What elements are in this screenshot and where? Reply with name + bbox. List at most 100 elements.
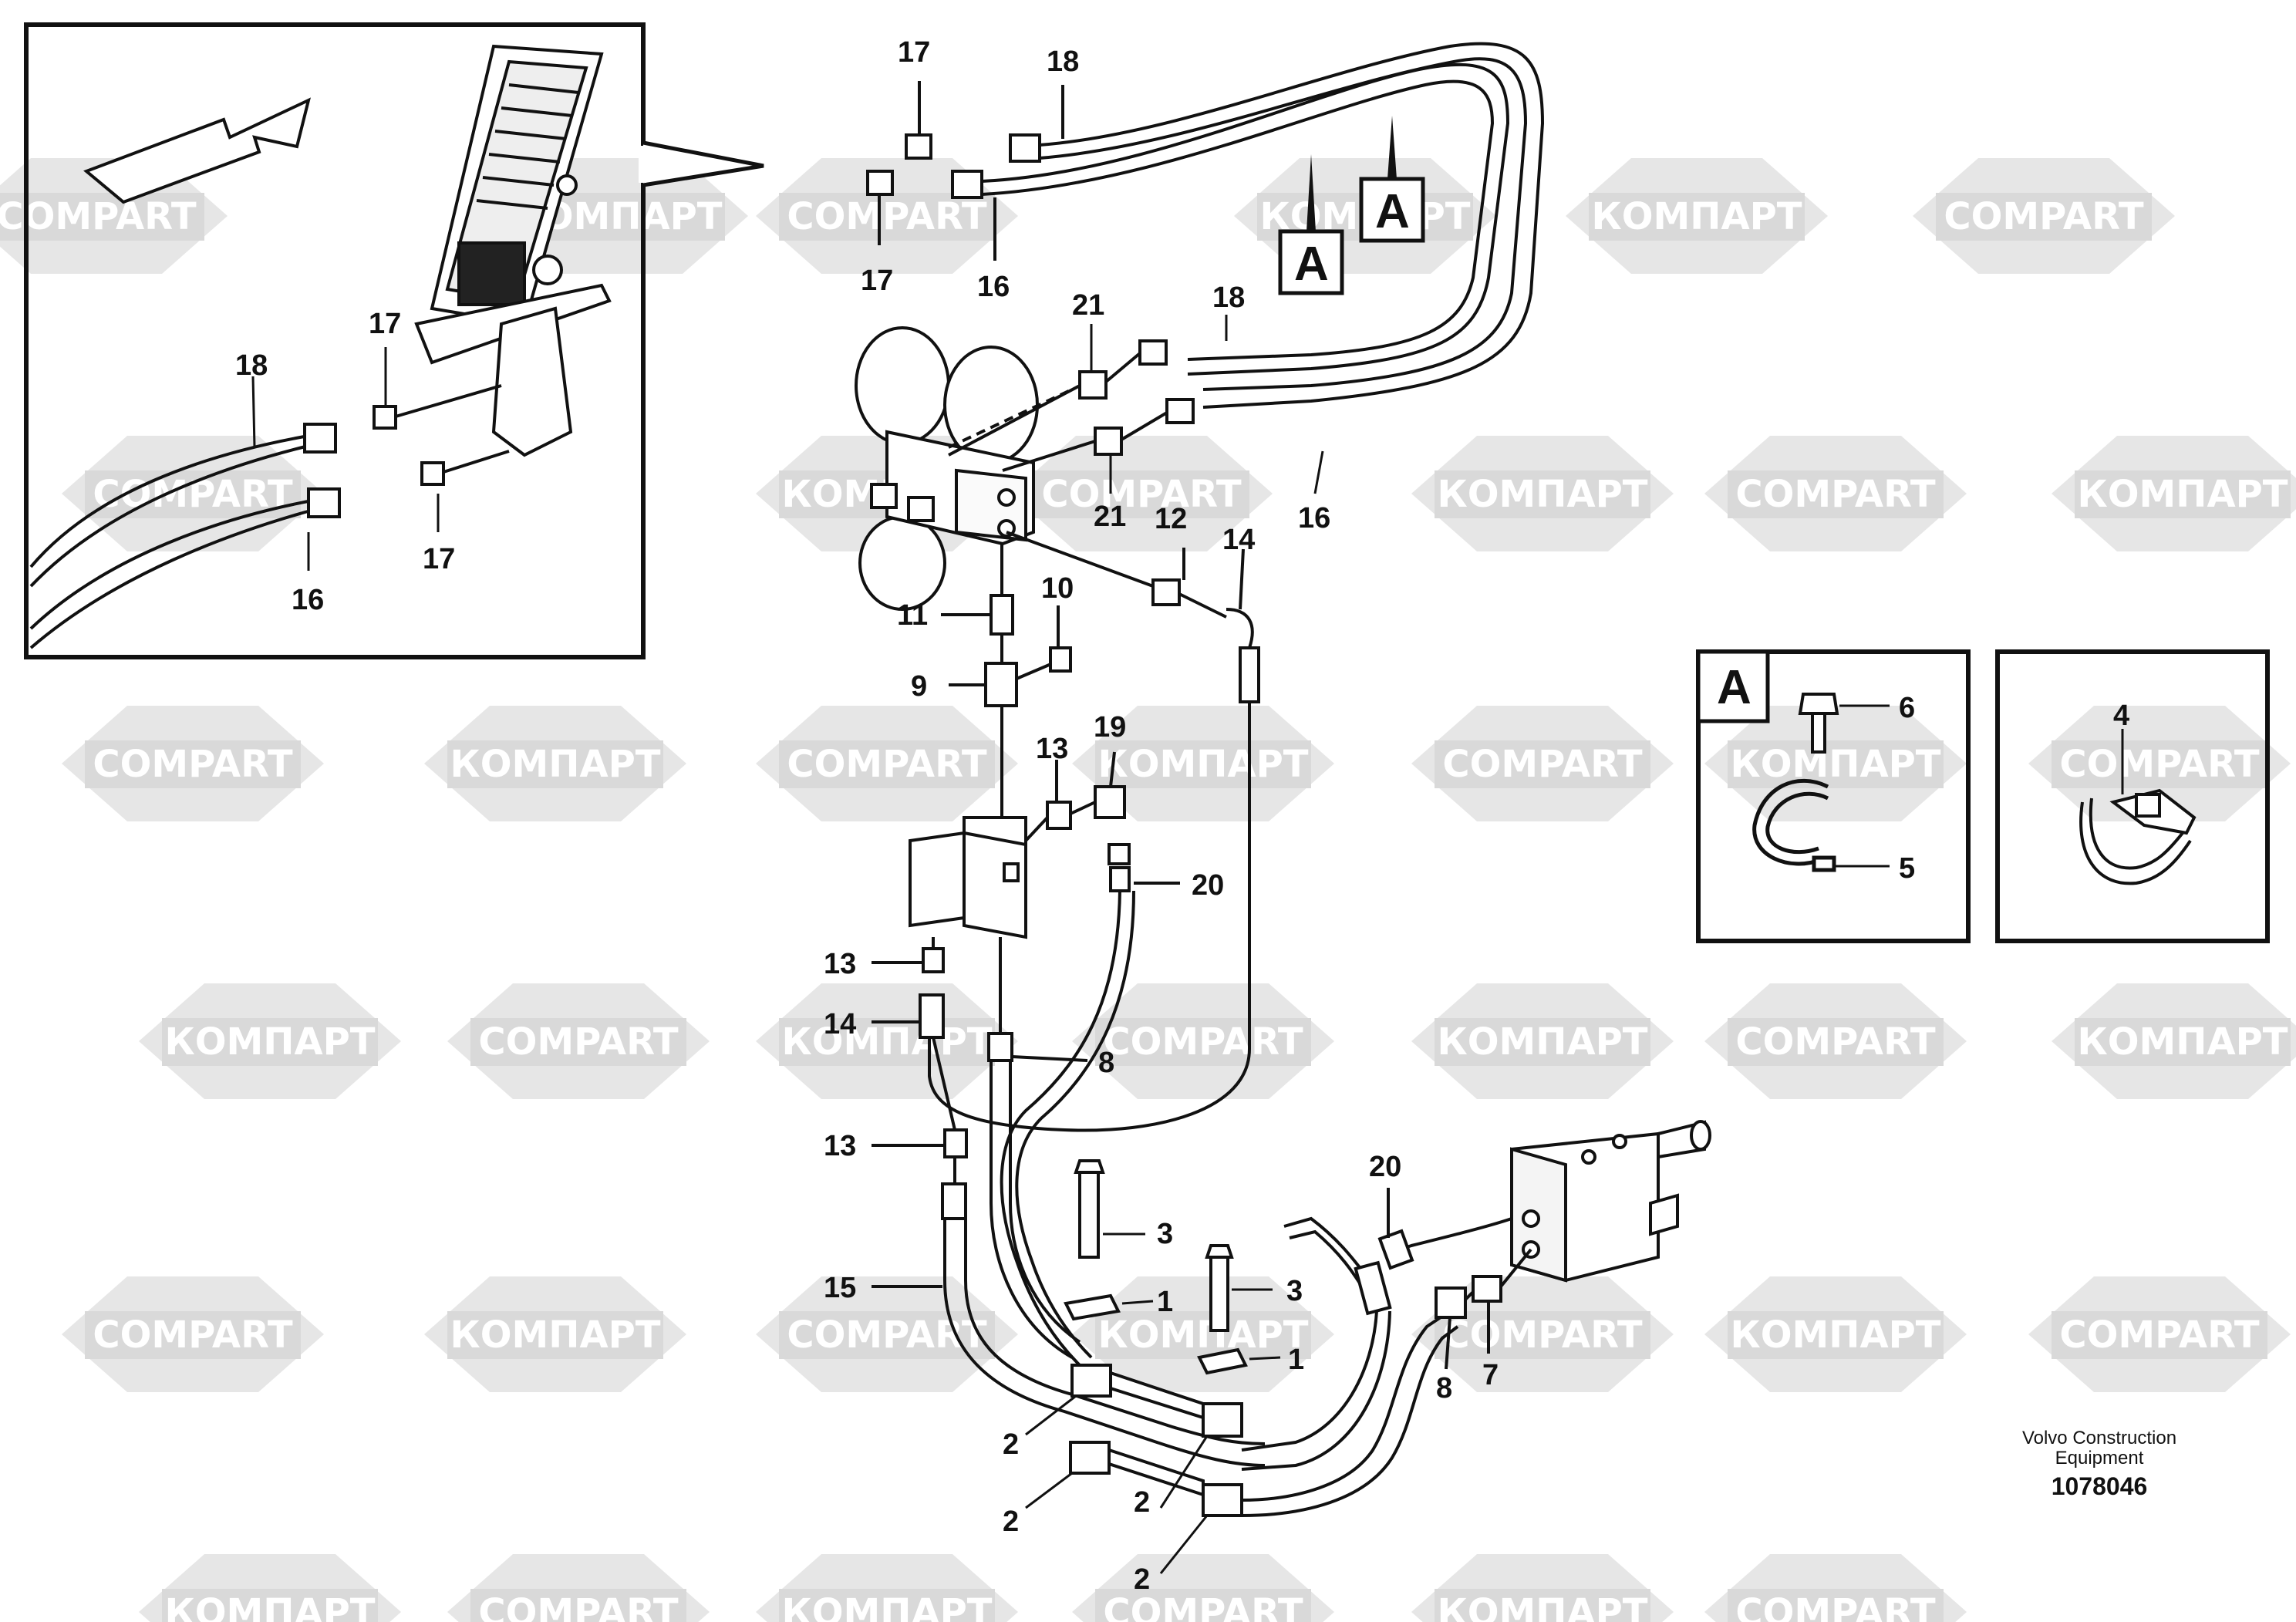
svg-text:COMPART: COMPART bbox=[478, 1020, 679, 1064]
callout-2: 2 bbox=[1003, 1428, 1019, 1461]
watermark-tile: КОМПАРТ bbox=[756, 983, 1018, 1099]
watermark-tile: КОМПАРТ bbox=[1072, 1276, 1334, 1392]
watermark-tile: КОМПАРТ bbox=[1704, 1276, 1967, 1392]
watermark-tile: КОМПАРТ bbox=[424, 1276, 686, 1392]
watermark-tile: COMPART bbox=[756, 1276, 1018, 1392]
callout-18: 18 bbox=[235, 349, 268, 382]
watermark-tile: COMPART bbox=[756, 706, 1018, 821]
company-line-1: Volvo Construction bbox=[2022, 1428, 2176, 1448]
callout-6: 6 bbox=[1899, 692, 1915, 724]
solenoid-valve bbox=[909, 816, 1027, 939]
callout-18: 18 bbox=[1047, 46, 1079, 78]
svg-text:COMPART: COMPART bbox=[787, 743, 987, 786]
document-number: 1078046 bbox=[2052, 1472, 2148, 1500]
right-hoses bbox=[1241, 1188, 1532, 1517]
svg-text:КОМПАРТ: КОМПАРТ bbox=[2077, 473, 2288, 516]
watermark-tile: КОМПАРТ bbox=[1411, 1554, 1674, 1622]
svg-text:COMPART: COMPART bbox=[1103, 1591, 1303, 1622]
callout-20: 20 bbox=[1369, 1151, 1401, 1183]
callout-8: 8 bbox=[1098, 1047, 1114, 1079]
callout-2: 2 bbox=[1003, 1506, 1019, 1538]
watermark-tile: COMPART bbox=[1072, 1554, 1334, 1622]
svg-text:КОМПАРТ: КОМПАРТ bbox=[2077, 1020, 2288, 1064]
middle-piping bbox=[941, 531, 1260, 1049]
callout-21: 21 bbox=[1094, 501, 1126, 533]
screw-icon bbox=[1798, 693, 1839, 754]
watermark-tile: КОМПАРТ bbox=[139, 983, 401, 1099]
svg-text:COMPART: COMPART bbox=[1735, 1591, 1936, 1622]
svg-text:КОМПАРТ: КОМПАРТ bbox=[450, 1313, 660, 1357]
callout-16: 16 bbox=[977, 271, 1010, 303]
callout-3: 3 bbox=[1157, 1218, 1173, 1250]
watermark-tile: COMPART bbox=[62, 706, 324, 821]
p-clamp-icon bbox=[1752, 778, 1836, 872]
detail-cable-tie-box: 4 bbox=[1995, 649, 2270, 943]
svg-text:COMPART: COMPART bbox=[2059, 743, 2260, 786]
watermark-tile: КОМПАРТ bbox=[139, 1554, 401, 1622]
watermark-tile: COMPART bbox=[62, 1276, 324, 1392]
svg-text:COMPART: COMPART bbox=[2059, 1313, 2260, 1357]
direction-arrow-icon bbox=[83, 97, 311, 204]
control-valve bbox=[1510, 1120, 1711, 1283]
watermark-tile: COMPART bbox=[1704, 1554, 1967, 1622]
watermark-tile: КОМПАРТ bbox=[1566, 158, 1828, 274]
svg-text:КОМПАРТ: КОМПАРТ bbox=[164, 1591, 375, 1622]
svg-text:COMPART: COMPART bbox=[787, 195, 987, 238]
watermark-tile: COMPART bbox=[1704, 983, 1967, 1099]
svg-text:COMPART: COMPART bbox=[1103, 1020, 1303, 1064]
svg-text:КОМПАРТ: КОМПАРТ bbox=[1437, 473, 1647, 516]
callout-14: 14 bbox=[824, 1008, 856, 1040]
svg-text:КОМПАРТ: КОМПАРТ bbox=[164, 1020, 375, 1064]
cable-tie-icon bbox=[2079, 788, 2197, 885]
svg-text:COMPART: COMPART bbox=[1735, 1020, 1936, 1064]
drawing-footer: Volvo Construction Equipment 1078046 bbox=[2022, 1428, 2176, 1500]
svg-text:КОМПАРТ: КОМПАРТ bbox=[1730, 743, 1940, 786]
callout-13: 13 bbox=[1036, 733, 1068, 765]
watermark-tile: COMPART bbox=[1704, 436, 1967, 551]
callout-5: 5 bbox=[1899, 852, 1915, 885]
bottom-clamps bbox=[1064, 1159, 1248, 1517]
inset-hoses bbox=[29, 384, 510, 649]
svg-text:COMPART: COMPART bbox=[787, 1313, 987, 1357]
callout-13: 13 bbox=[824, 948, 856, 980]
callout-13: 13 bbox=[824, 1130, 856, 1162]
svg-text:КОМПАРТ: КОМПАРТ bbox=[781, 1020, 992, 1064]
callout-21: 21 bbox=[1072, 289, 1104, 322]
callout-17: 17 bbox=[861, 265, 893, 297]
watermark-tile: КОМПАРТ bbox=[1072, 706, 1334, 821]
callout-19: 19 bbox=[1094, 711, 1126, 744]
callout-10: 10 bbox=[1041, 572, 1074, 605]
watermark-tile: КОМПАРТ bbox=[2052, 436, 2296, 551]
svg-text:COMPART: COMPART bbox=[1735, 473, 1936, 516]
svg-text:COMPART: COMPART bbox=[1442, 743, 1643, 786]
fittings-13-19-20 bbox=[1000, 751, 1180, 1367]
watermark-tile: COMPART bbox=[1913, 158, 2175, 274]
callout-4: 4 bbox=[2113, 700, 2129, 732]
svg-text:КОМПАРТ: КОМПАРТ bbox=[1730, 1313, 1940, 1357]
watermark-tile: КОМПАРТ bbox=[1411, 983, 1674, 1099]
watermark-layer: COMPART КОМПАРТ COMPART КОМПАРТ КОМПАРТ COMPA… bbox=[0, 158, 2296, 1622]
callout-1: 1 bbox=[1157, 1286, 1173, 1318]
callout-9: 9 bbox=[911, 670, 927, 703]
watermark-tile: КОМПАРТ bbox=[756, 1554, 1018, 1622]
svg-text:A: A bbox=[1294, 238, 1329, 291]
callout-16: 16 bbox=[292, 584, 324, 616]
fittings-21 bbox=[948, 339, 1195, 472]
watermark-tile: COMPART bbox=[1411, 706, 1674, 821]
callout-3: 3 bbox=[1286, 1275, 1303, 1307]
svg-text:COMPART: COMPART bbox=[478, 1591, 679, 1622]
callout-2: 2 bbox=[1134, 1486, 1150, 1519]
watermark-tile: КОМПАРТ bbox=[424, 706, 686, 821]
svg-text:A: A bbox=[1375, 185, 1410, 238]
company-line-2: Equipment bbox=[2055, 1448, 2144, 1469]
watermark-tile: КОМПАРТ bbox=[1411, 436, 1674, 551]
callout-11: 11 bbox=[897, 599, 928, 632]
callout-7: 7 bbox=[1482, 1359, 1499, 1391]
watermark-tile: COMPART bbox=[447, 1554, 710, 1622]
svg-text:КОМПАРТ: КОМПАРТ bbox=[1097, 1313, 1308, 1357]
callout-17: 17 bbox=[423, 543, 455, 575]
svg-text:КОМПАРТ: КОМПАРТ bbox=[1437, 1591, 1647, 1622]
watermark-tile: COMPART bbox=[2028, 706, 2291, 821]
svg-text:A: A bbox=[1717, 661, 1752, 714]
